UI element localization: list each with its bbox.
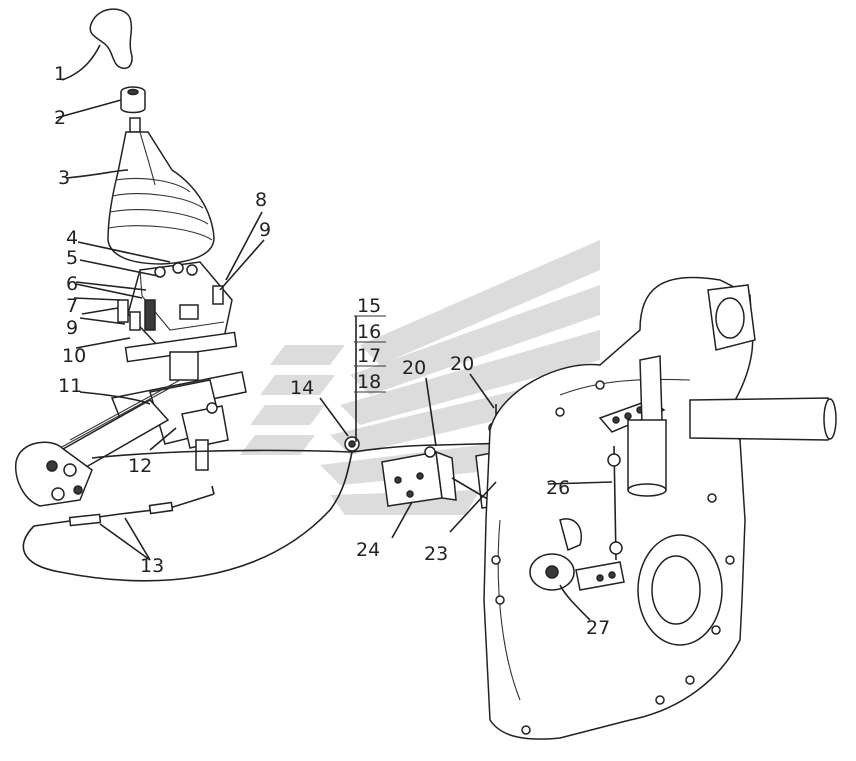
callout-27: 27 bbox=[586, 617, 610, 639]
callout-1: 1 bbox=[54, 63, 66, 85]
callout-9-lower: 9 bbox=[66, 317, 78, 339]
callout-7: 7 bbox=[66, 295, 78, 317]
transmission-housing bbox=[483, 276, 756, 740]
callout-11: 11 bbox=[58, 375, 82, 397]
rubber-boot bbox=[107, 117, 215, 265]
lever-base-bracket bbox=[117, 261, 238, 363]
callout-23: 23 bbox=[424, 543, 448, 565]
callout-2: 2 bbox=[54, 107, 66, 129]
callout-4: 4 bbox=[66, 227, 78, 249]
bushing bbox=[120, 86, 146, 114]
cable-end-assembly bbox=[15, 441, 93, 507]
shift-tower bbox=[38, 351, 247, 483]
gear-knob bbox=[89, 8, 133, 70]
callout-20-left: 20 bbox=[402, 357, 426, 379]
callout-26: 26 bbox=[546, 477, 570, 499]
callout-17: 17 bbox=[357, 345, 381, 367]
callout-9-upper: 9 bbox=[259, 219, 271, 241]
callout-10: 10 bbox=[62, 345, 86, 367]
callout-6: 6 bbox=[66, 273, 78, 295]
callout-24: 24 bbox=[356, 539, 380, 561]
callout-5: 5 bbox=[66, 247, 78, 269]
callout-15: 15 bbox=[357, 295, 381, 317]
callout-12: 12 bbox=[128, 455, 152, 477]
callout-14: 14 bbox=[290, 377, 314, 399]
callout-13: 13 bbox=[140, 555, 164, 577]
shift-cable bbox=[22, 449, 353, 582]
leader-lines bbox=[55, 44, 613, 621]
callout-group-bracket bbox=[354, 315, 386, 393]
cable-joint bbox=[344, 436, 441, 453]
callout-18: 18 bbox=[357, 371, 381, 393]
callout-labels: 1 2 3 4 5 6 7 8 9 9 10 11 12 13 14 15 16… bbox=[54, 63, 610, 639]
callout-20-right: 20 bbox=[450, 353, 474, 375]
callout-8: 8 bbox=[255, 189, 267, 211]
shift-arm-cylinder bbox=[598, 355, 837, 497]
callout-3: 3 bbox=[58, 167, 70, 189]
callout-16: 16 bbox=[357, 321, 381, 343]
linkage-rod-lever bbox=[529, 445, 625, 591]
